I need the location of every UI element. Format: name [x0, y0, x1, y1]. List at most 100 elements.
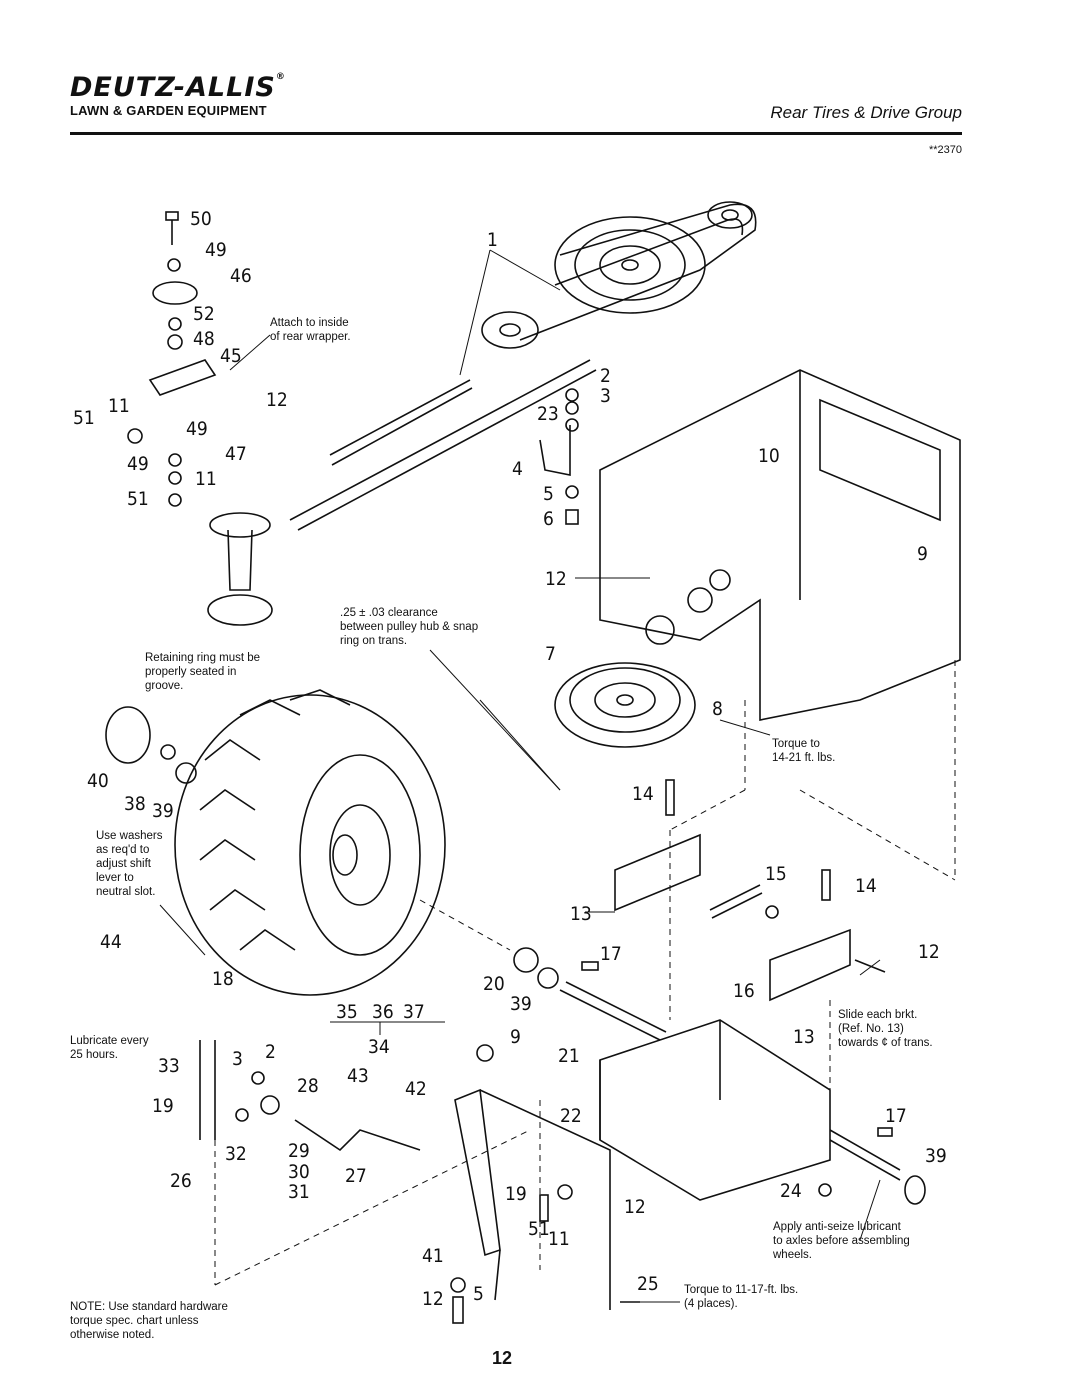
callout-42: 42: [405, 1078, 427, 1100]
callout-49: 49: [205, 239, 227, 261]
callout-12c: 12: [918, 941, 940, 963]
callout-49c: 49: [127, 453, 149, 475]
callout-4: 4: [512, 458, 523, 480]
transaxle: [559, 981, 901, 1201]
callout-11b: 11: [195, 468, 217, 490]
callout-31: 31: [288, 1181, 310, 1203]
callout-19b: 19: [505, 1183, 527, 1205]
callout-32: 32: [225, 1143, 247, 1165]
callout-20: 20: [483, 973, 505, 995]
callout-18: 18: [212, 968, 234, 990]
note-torque-11-17: Torque to 11-17-ft. lbs. (4 places).: [684, 1284, 799, 1310]
callout-1: 1: [487, 229, 498, 251]
callout-46: 46: [230, 265, 252, 287]
callout-17: 17: [600, 943, 622, 965]
note-use-washers: Use washers as req'd to adjust shift lev…: [96, 830, 163, 898]
callout-3b: 3: [232, 1048, 243, 1070]
callout-51: 51: [73, 407, 95, 429]
callout-12b: 12: [545, 568, 567, 590]
note-anti-seize: Apply anti-seize lubricant to axles befo…: [773, 1221, 910, 1261]
header-rule: [70, 132, 962, 135]
callout-10: 10: [758, 445, 780, 467]
callout-5b: 5: [473, 1283, 484, 1305]
callout-12: 12: [266, 389, 288, 411]
note-standard-hardware: NOTE: Use standard hardware torque spec.…: [70, 1301, 228, 1341]
callout-33: 33: [158, 1055, 180, 1077]
callout-28: 28: [297, 1075, 319, 1097]
callout-13b: 13: [793, 1026, 815, 1048]
callout-3: 3: [600, 385, 611, 407]
callout-6: 6: [543, 508, 554, 530]
callout-14: 14: [632, 783, 654, 805]
upper-pulley: [481, 201, 753, 349]
callout-19: 19: [152, 1095, 174, 1117]
callout-39: 39: [510, 993, 532, 1015]
callout-35: 35: [336, 1001, 358, 1023]
callout-44: 44: [100, 931, 122, 953]
callout-26: 26: [170, 1170, 192, 1192]
callout-39c: 39: [925, 1145, 947, 1167]
note-retaining-ring: Retaining ring must be properly seated i…: [145, 652, 261, 692]
note-torque-14-21: Torque to 14-21 ft. lbs.: [772, 738, 836, 764]
callout-15: 15: [765, 863, 787, 885]
section-title: Rear Tires & Drive Group: [770, 103, 962, 122]
spacer-hub: [207, 512, 273, 626]
callout-5: 5: [543, 483, 554, 505]
note-slide-bracket: Slide each brkt. (Ref. No. 13) towards ¢…: [838, 1009, 933, 1049]
note-lubricate: Lubricate every 25 hours.: [70, 1035, 149, 1061]
callout-49b: 49: [186, 418, 208, 440]
callout-36: 36: [372, 1001, 394, 1023]
callout-12e: 12: [422, 1288, 444, 1310]
note-pulley-clearance: .25 ± .03 clearance between pulley hub &…: [340, 607, 479, 647]
callout-45: 45: [220, 345, 242, 367]
callout-14b: 14: [855, 875, 877, 897]
callout-51c: 51: [528, 1218, 550, 1240]
callout-40: 40: [87, 770, 109, 792]
page-number: 12: [492, 1348, 513, 1368]
callout-47: 47: [225, 443, 247, 465]
brand-subtitle: LAWN & GARDEN EQUIPMENT: [70, 103, 267, 118]
callout-9b: 9: [510, 1026, 521, 1048]
mount-brackets: [614, 833, 851, 1002]
callout-9: 9: [917, 543, 928, 565]
hardware-items: [105, 211, 926, 1324]
support-bracket: [454, 1088, 611, 1310]
callout-12d: 12: [624, 1196, 646, 1218]
drive-belt: [289, 203, 757, 531]
rear-frame: [599, 369, 961, 721]
callout-7: 7: [545, 643, 556, 665]
shift-lever: [199, 1040, 421, 1152]
callout-21: 21: [558, 1045, 580, 1067]
callout-13: 13: [570, 903, 592, 925]
callout-8: 8: [712, 698, 723, 720]
callout-22: 22: [560, 1105, 582, 1127]
transmission-pulley: [554, 662, 696, 748]
brand-name: DEUTZ-ALLIS®: [70, 72, 286, 103]
callout-41: 41: [422, 1245, 444, 1267]
callout-50: 50: [190, 208, 212, 230]
reference-lines: [214, 660, 956, 1286]
callout-27: 27: [345, 1165, 367, 1187]
callout-48: 48: [193, 328, 215, 350]
callout-38: 38: [124, 793, 146, 815]
callout-39b: 39: [152, 800, 174, 822]
callout-11: 11: [108, 395, 130, 417]
document-number: **2370: [928, 144, 962, 156]
leader-lines: [159, 249, 881, 1303]
callout-17b: 17: [885, 1105, 907, 1127]
part-callouts: 50 49 46 52 48 45 12 11 51 49 47 49 11 5…: [73, 208, 947, 1310]
callout-11c: 11: [548, 1228, 570, 1250]
callout-24: 24: [780, 1180, 802, 1202]
callout-25: 25: [637, 1273, 659, 1295]
callout-2b: 2: [265, 1041, 276, 1063]
callout-51b: 51: [127, 488, 149, 510]
callout-29: 29: [288, 1140, 310, 1162]
callout-52: 52: [193, 303, 215, 325]
callout-2: 2: [600, 365, 611, 387]
callout-34: 34: [368, 1036, 390, 1058]
note-attach-wrapper: Attach to inside of rear wrapper.: [270, 317, 351, 343]
rear-tire: [174, 689, 446, 996]
callout-30: 30: [288, 1161, 310, 1183]
callout-43: 43: [347, 1065, 369, 1087]
